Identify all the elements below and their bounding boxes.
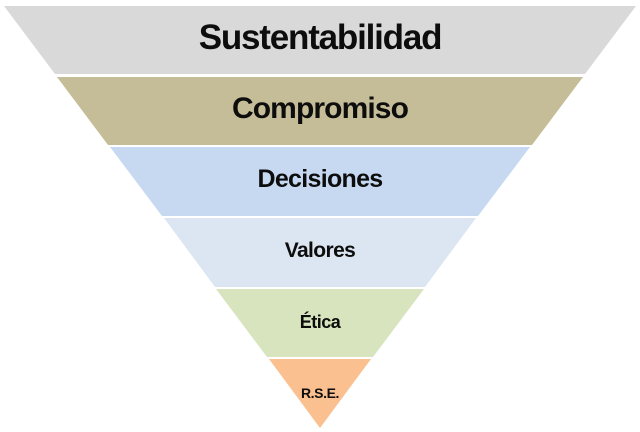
level-2-band xyxy=(57,77,583,145)
level-6-band xyxy=(269,359,371,428)
level-1-label: Sustentabilidad xyxy=(198,18,443,57)
level-2-label: Compromiso xyxy=(231,92,409,125)
level-3-band xyxy=(110,147,530,216)
level-3-label: Decisiones xyxy=(257,165,383,193)
level-5-label: Ética xyxy=(299,312,341,332)
level-1-band xyxy=(4,6,636,74)
level-4-band xyxy=(164,218,476,287)
level-6-label: R.S.E. xyxy=(300,385,340,401)
level-5-band xyxy=(216,289,424,357)
level-4-label: Valores xyxy=(284,239,356,262)
